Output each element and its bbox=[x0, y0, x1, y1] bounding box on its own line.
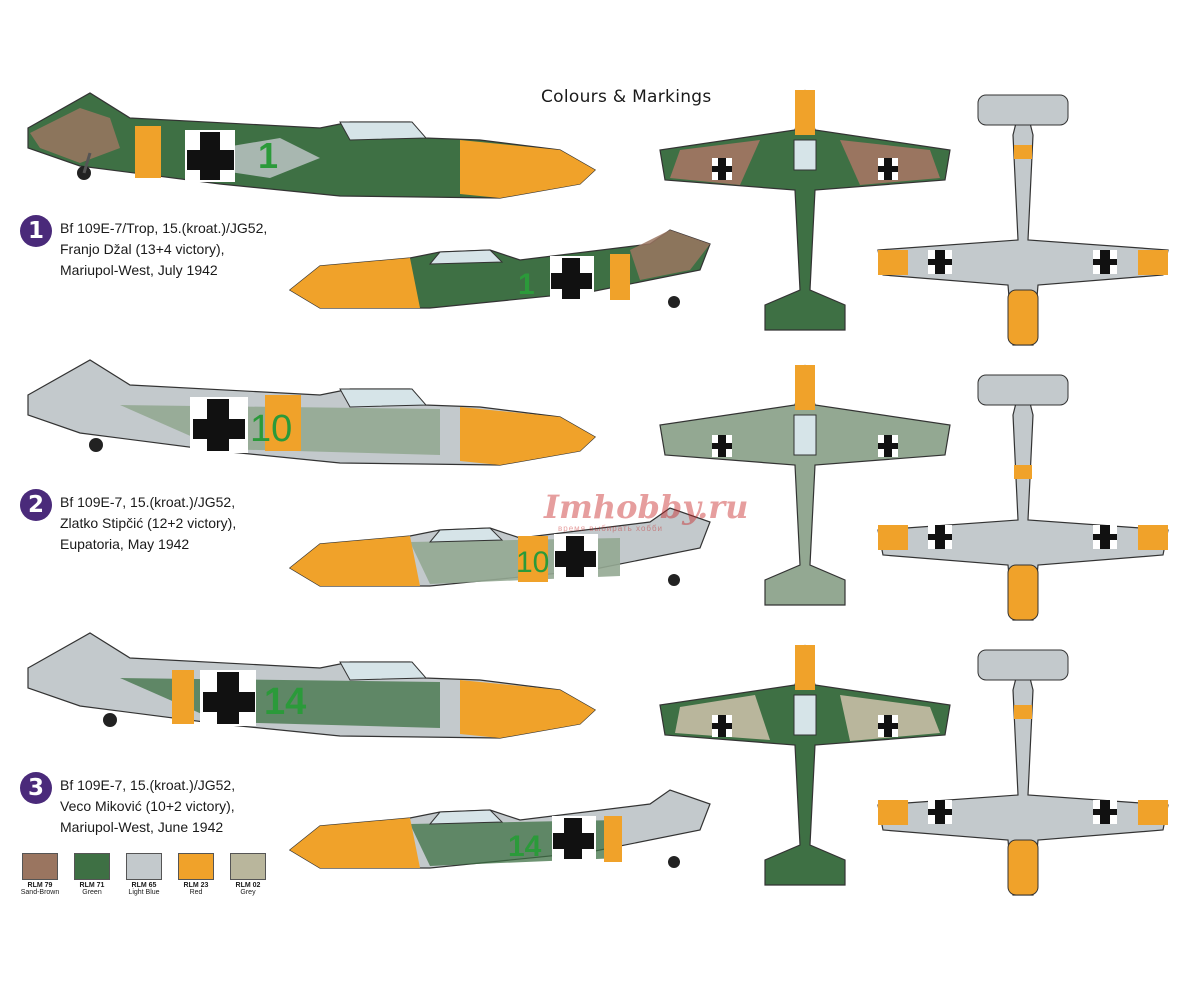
aircraft-1-bottom-view bbox=[877, 94, 1169, 346]
legend-item: RLM 23 Red bbox=[172, 853, 220, 896]
variant-2-number-badge: 2 bbox=[20, 489, 52, 521]
legend-code: RLM 65 bbox=[131, 882, 157, 889]
legend-swatch bbox=[74, 853, 110, 880]
aircraft-3-right-profile: 14 bbox=[288, 789, 711, 869]
legend-name: Light Blue bbox=[128, 889, 160, 896]
watermark-logo: Imhobby.ru bbox=[544, 488, 749, 526]
svg-text:10: 10 bbox=[516, 546, 549, 579]
variant-3-line-3: Mariupol-West, June 1942 bbox=[60, 819, 224, 835]
legend-code: RLM 23 bbox=[183, 882, 209, 889]
variant-2-line-2: Zlatko Stipčić (12+2 victory), bbox=[60, 515, 237, 531]
legend-code: RLM 71 bbox=[79, 882, 105, 889]
aircraft-3-bottom-view bbox=[877, 649, 1169, 896]
variant-1-number-badge: 1 bbox=[20, 215, 52, 247]
variant-2-line-1: Bf 109E-7, 15.(kroat.)/JG52, bbox=[60, 494, 236, 510]
aircraft-3-left-profile: 14 bbox=[27, 632, 597, 739]
legend-name: Red bbox=[189, 889, 203, 896]
legend-swatch bbox=[178, 853, 214, 880]
legend-code: RLM 79 bbox=[27, 882, 53, 889]
variant-3-line-1: Bf 109E-7, 15.(kroat.)/JG52, bbox=[60, 777, 236, 793]
variant-3-line-2: Veco Miković (10+2 victory), bbox=[60, 798, 235, 814]
aircraft-1-right-profile: 1 bbox=[288, 229, 711, 309]
aircraft-2-bottom-view bbox=[877, 374, 1169, 621]
variant-3-number-badge: 3 bbox=[20, 772, 52, 804]
svg-text:14: 14 bbox=[264, 681, 306, 723]
variant-1-line-2: Franjo Džal (13+4 victory), bbox=[60, 241, 225, 257]
svg-text:1: 1 bbox=[258, 135, 278, 176]
svg-text:10: 10 bbox=[250, 408, 292, 450]
svg-text:1: 1 bbox=[518, 268, 535, 301]
legend-item: RLM 79 Sand-Brown bbox=[16, 853, 64, 896]
aircraft-2-left-profile: 10 bbox=[27, 359, 597, 466]
variant-1-line-1: Bf 109E-7/Trop, 15.(kroat.)/JG52, bbox=[60, 220, 268, 236]
legend-swatch bbox=[22, 853, 58, 880]
legend-name: Sand-Brown bbox=[20, 889, 60, 896]
aircraft-1-top-view bbox=[659, 89, 951, 331]
aircraft-3-top-view bbox=[659, 644, 951, 886]
legend-swatch bbox=[230, 853, 266, 880]
aircraft-2-top-view bbox=[659, 364, 951, 606]
page-title: Colours & Markings bbox=[541, 87, 712, 107]
svg-text:14: 14 bbox=[508, 830, 542, 863]
variant-2-line-3: Eupatoria, May 1942 bbox=[60, 536, 190, 552]
legend-name: Grey bbox=[240, 889, 256, 896]
legend-name: Green bbox=[82, 889, 102, 896]
legend-swatch bbox=[126, 853, 162, 880]
legend-item: RLM 71 Green bbox=[68, 853, 116, 896]
legend-code: RLM 02 bbox=[235, 882, 261, 889]
aircraft-1-left-profile: 1 bbox=[27, 92, 597, 199]
variant-1-line-3: Mariupol-West, July 1942 bbox=[60, 262, 218, 278]
legend-item: RLM 02 Grey bbox=[224, 853, 272, 896]
legend-item: RLM 65 Light Blue bbox=[120, 853, 168, 896]
aircraft-2-right-profile: 10 bbox=[288, 507, 711, 587]
watermark-tagline: время выбирать хобби bbox=[558, 524, 664, 533]
